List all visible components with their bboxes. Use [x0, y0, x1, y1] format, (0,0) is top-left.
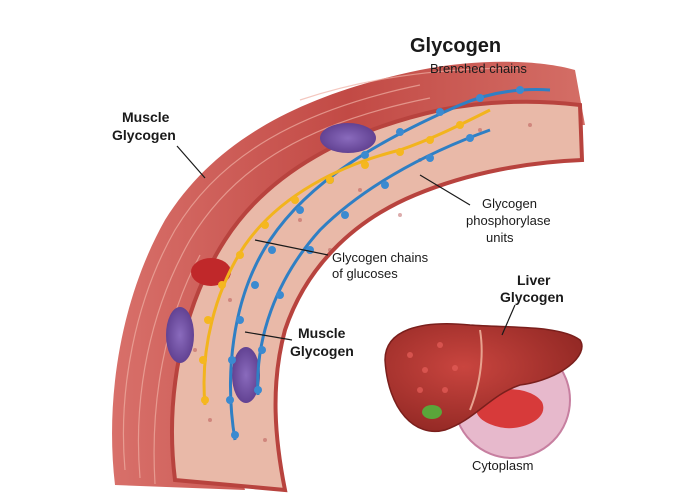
liver-glycogen-line2: Glycogen: [500, 289, 564, 305]
muscle-glycogen-top-line2: Glycogen: [112, 127, 176, 143]
vessel-interior: [170, 99, 585, 493]
vessel-dots: [193, 123, 532, 442]
glycogen-chains-label-line1: Glycogen chains: [332, 250, 429, 265]
leader-lines: [176, 145, 516, 341]
organelle-bottom: [232, 347, 260, 403]
cytoplasm-label: Cytoplasm: [472, 458, 533, 473]
phosphorylase-label-line3: units: [486, 230, 514, 245]
liver-glycogen-line1: Liver: [517, 272, 551, 288]
branched-chains-label: Brenched chains: [430, 61, 527, 76]
yellow-glucose-chain: [199, 108, 491, 406]
phosphorylase-label-line1: Glycogen: [482, 196, 537, 211]
muscle-fibers: [122, 67, 521, 485]
glycogen-chains-label-line2: of glucoses: [332, 266, 398, 281]
phosphorylase-label-line2: phosphorylase: [466, 213, 551, 228]
glycogen-title: Glycogen: [410, 35, 501, 57]
red-blood-cell: [191, 258, 231, 286]
blue-glucose-chain: [226, 86, 551, 441]
muscle-glycogen-bottom-line2: Glycogen: [290, 343, 354, 359]
organelle-left: [166, 307, 194, 363]
muscle-glycogen-top-line1: Muscle: [122, 109, 170, 125]
liver-illustration: [384, 323, 583, 459]
organelle-top: [320, 123, 376, 153]
muscle-glycogen-bottom-line1: Muscle: [298, 325, 346, 341]
